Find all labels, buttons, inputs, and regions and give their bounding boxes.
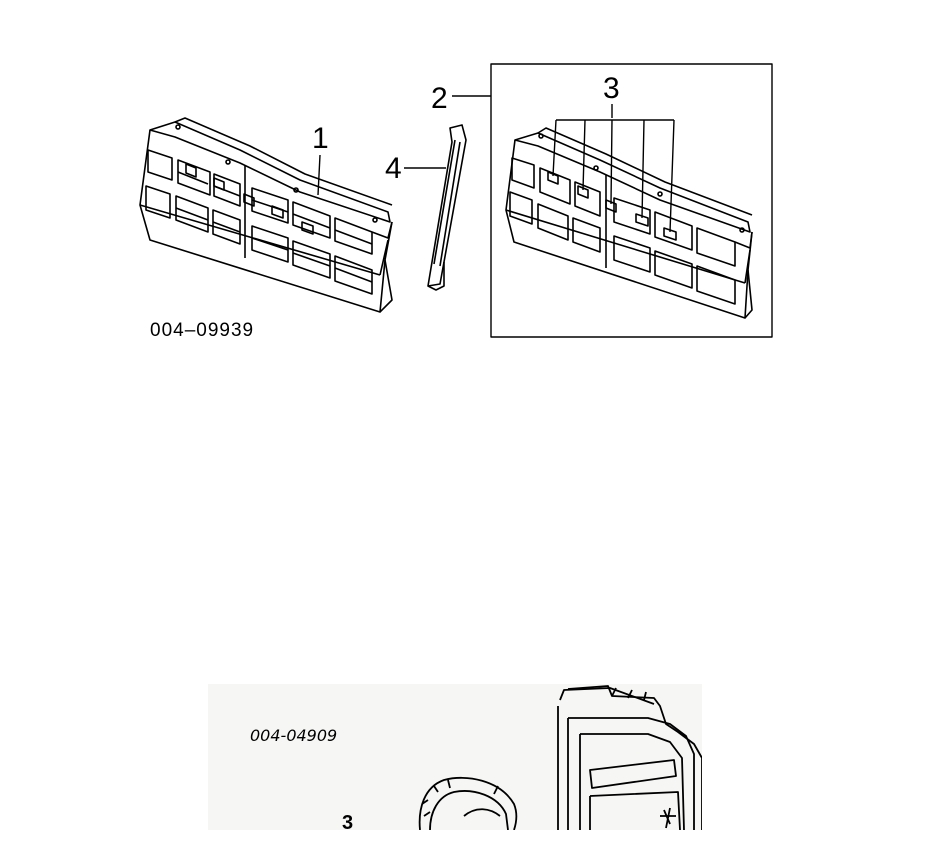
top-figure: 1 4 2 3 004–09939 — [0, 0, 935, 360]
grille-drawing — [139, 117, 393, 313]
part-code-top: 004–09939 — [150, 320, 255, 341]
callout-1: 1 — [312, 122, 329, 155]
seal-strip-drawing — [404, 124, 467, 291]
callout-2: 2 — [431, 82, 448, 115]
callout-3-bottom: 3 — [342, 812, 354, 830]
callout-3: 3 — [603, 72, 620, 105]
bottom-figure: 004-04909 3 — [208, 684, 702, 830]
part-code-bottom: 004-04909 — [250, 726, 338, 745]
headlamp-drawing — [418, 685, 702, 830]
grille-assembly-drawing — [452, 63, 773, 338]
callout-4: 4 — [385, 152, 402, 185]
